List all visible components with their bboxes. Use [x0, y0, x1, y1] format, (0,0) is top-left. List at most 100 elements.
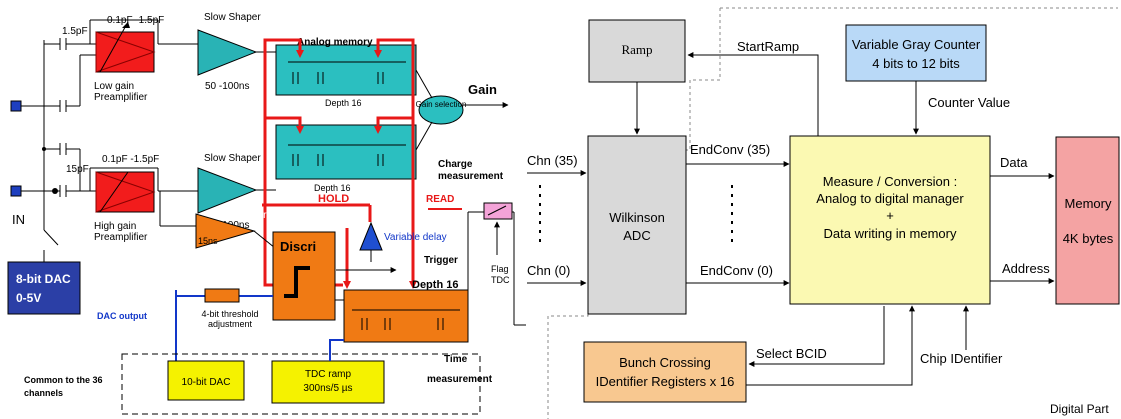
slow-shaper-top-label: Slow Shaper [204, 12, 261, 23]
time-memory-block [343, 289, 469, 343]
chip-id-label: Chip IDentifier [920, 351, 1003, 366]
wire [415, 69, 433, 99]
bcid-return-arrow [746, 305, 915, 386]
wilkinson-adc-block [587, 135, 687, 315]
input-node-top [10, 100, 22, 112]
counter-value-label: Counter Value [928, 95, 1010, 110]
gain-label: Gain [468, 82, 497, 97]
measure-label-1: Measure / Conversion : [823, 174, 957, 189]
arrow-head [343, 281, 351, 289]
output-switch [483, 202, 513, 220]
discriminator-symbol [284, 266, 310, 298]
measure-label-4: Data writing in memory [824, 226, 957, 241]
slow-shaper-bottom [197, 167, 258, 214]
fast-shaper-time: 15ns [198, 236, 218, 246]
low-gain-preamplifier [95, 21, 156, 73]
discriminator-block [272, 231, 336, 321]
junction-dot-2 [42, 147, 46, 151]
dac-output-label: DAC output [97, 311, 147, 321]
in-label: IN [12, 212, 25, 227]
cap-top-label: 1.5pF [62, 26, 88, 37]
endconv35-label: EndConv (35) [690, 142, 770, 157]
high-gain-label-2: Preamplifier [94, 232, 148, 243]
slow-shaper-bottom-label: Slow Shaper [204, 153, 261, 164]
address-label: Address [1002, 261, 1050, 276]
analog-memory-top [275, 44, 417, 96]
charge-label-2: measurement [438, 171, 504, 182]
gain-selection-label: Gain selection [416, 100, 467, 109]
slow-shaper-top-time: 50 -100ns [205, 81, 249, 92]
data-label: Data [1000, 155, 1028, 170]
analog-memory-label: Analog memory [297, 37, 373, 48]
bunch-label-1: Bunch Crossing [619, 355, 711, 370]
tdc-ramp-label-1: TDC ramp [305, 369, 352, 380]
digital-part: Ramp StartRamp Variable Gray Counter 4 b… [527, 7, 1120, 419]
gray-counter-block [845, 24, 987, 82]
arrow-head [296, 126, 304, 134]
digital-part-label: Digital Part [1050, 402, 1109, 416]
memory-label-1: Memory [1065, 196, 1112, 211]
time-label-1: Time [444, 354, 468, 365]
gray-counter-label-1: Variable Gray Counter [852, 37, 981, 52]
fast-shaper-label: Fast Shaper [212, 210, 267, 221]
ramp-block [588, 19, 686, 83]
arrow-head [296, 50, 304, 58]
arrow-head [409, 281, 417, 289]
common-label-2: channels [24, 388, 63, 398]
variable-delay-label: Variable delay [384, 232, 447, 243]
cap-feedback-top-label: 0.1pF -1.5pF [107, 15, 164, 26]
tdc-ramp-label-2: 300ns/5 µs [303, 383, 352, 394]
bunch-label-2: IDentifier Registers x 16 [596, 374, 735, 389]
flag-label-1: Flag [491, 264, 509, 274]
dac8-label-1: 8-bit DAC [16, 272, 71, 286]
tdc-ramp-line [329, 339, 344, 361]
arrow-head [374, 126, 382, 134]
hold-label: HOLD [318, 193, 349, 205]
measure-label-2: Analog to digital manager [816, 191, 964, 206]
flag-label-2: TDC [491, 275, 510, 285]
input-node-in [10, 185, 22, 197]
analog-part: IN [7, 12, 526, 415]
switch-blade [487, 205, 507, 216]
chn35-label: Chn (35) [527, 153, 578, 168]
memory-block [1055, 136, 1120, 305]
arrow-head [374, 50, 382, 58]
high-gain-label-1: High gain [94, 221, 136, 232]
dac8-block [7, 261, 81, 315]
analog-memory-bottom [275, 124, 417, 180]
wilkinson-label-1: Wilkinson [609, 210, 665, 225]
depth16-time: Depth 16 [412, 279, 458, 291]
common-label-1: Common to the 36 [24, 375, 103, 385]
common-box [121, 353, 481, 415]
junction-dot [52, 188, 58, 194]
charge-label-1: Charge [438, 159, 473, 170]
measure-label-3: + [886, 208, 894, 223]
wilkinson-label-2: ADC [623, 228, 650, 243]
trigger-label: Trigger [424, 255, 458, 266]
cap-bottom-label: 15pF [66, 164, 89, 175]
dac8-label-2: 0-5V [16, 291, 41, 305]
threshold-block [204, 288, 240, 303]
wire [415, 121, 433, 151]
start-ramp-arrow [687, 52, 819, 162]
discriminator-label: Discri [280, 239, 316, 254]
bunch-crossing-block [583, 341, 747, 403]
threshold-label-2: adjustment [208, 319, 253, 329]
variable-delay-triangle [359, 221, 383, 251]
dac10-label: 10-bit DAC [182, 377, 231, 388]
chn0-label: Chn (0) [527, 263, 570, 278]
measure-conversion-block [789, 135, 991, 305]
low-gain-label-1: Low gain [94, 81, 134, 92]
depth16-top: Depth 16 [325, 98, 362, 108]
select-bcid-arrow [748, 306, 885, 367]
tdc-ramp-block [271, 360, 385, 404]
read-label: READ [426, 194, 454, 205]
memory-label-2: 4K bytes [1063, 231, 1114, 246]
depth16-middle: Depth 16 [314, 183, 351, 193]
slow-shaper-top [197, 29, 258, 76]
ramp-label: Ramp [621, 42, 652, 57]
gain-selection-node [418, 95, 464, 125]
low-gain-label-2: Preamplifier [94, 92, 148, 103]
threshold-label-1: 4-bit threshold [201, 309, 258, 319]
gray-counter-label-2: 4 bits to 12 bits [872, 56, 960, 71]
